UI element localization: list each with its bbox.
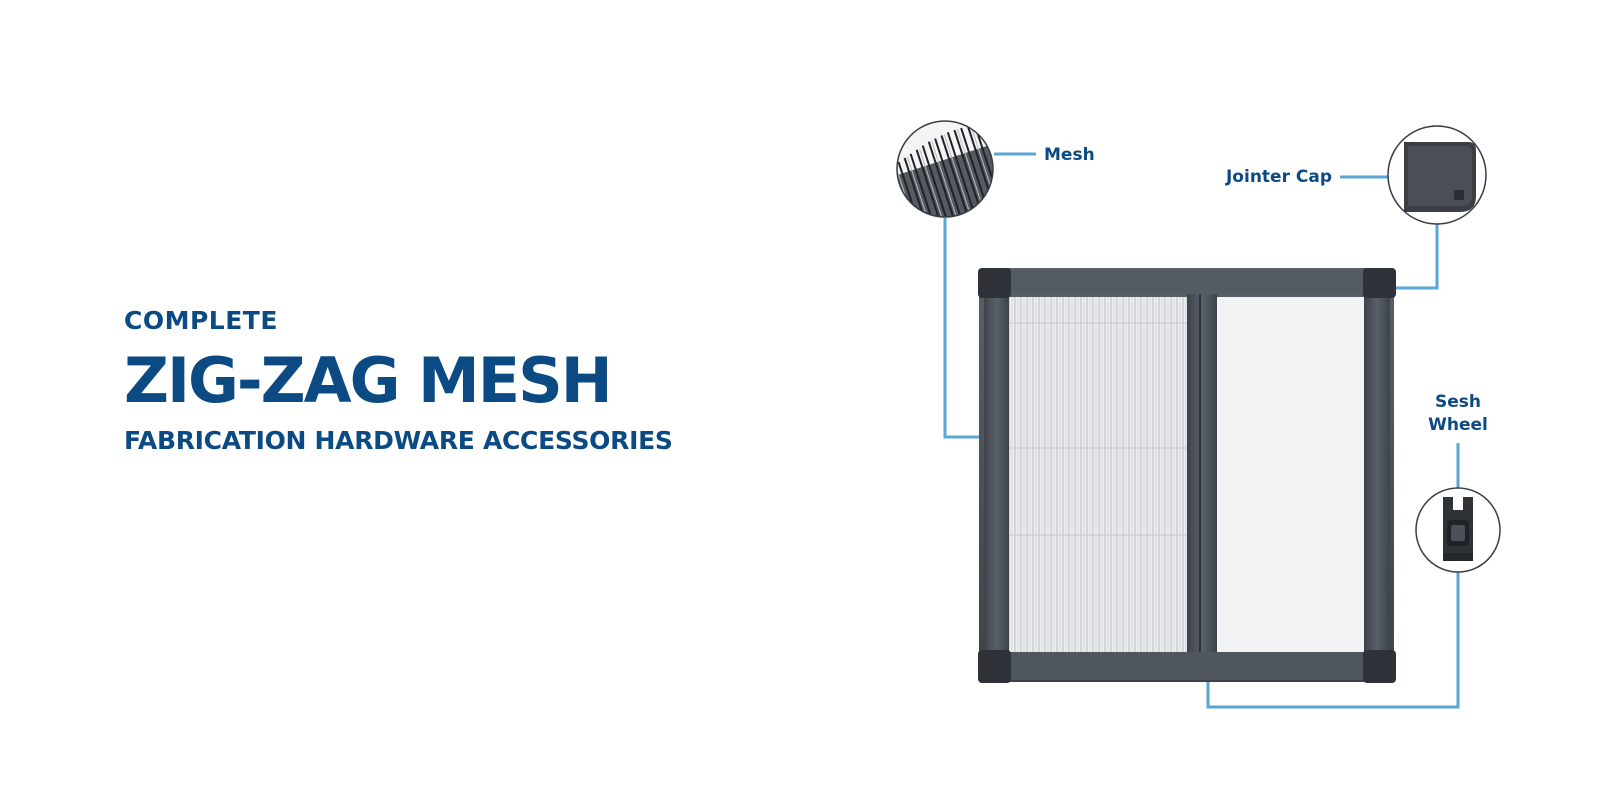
jointer-cap-pointer-line	[1392, 224, 1439, 290]
sesh-wheel-label-line2: Wheel	[1428, 415, 1488, 435]
headline-block: COMPLETE ZIG-ZAG MESH FABRICATION HARDWA…	[124, 306, 673, 456]
headline-kicker: COMPLETE	[124, 306, 278, 335]
jointer-cap-label: Jointer Cap	[1225, 167, 1332, 187]
headline-title: ZIG-ZAG MESH	[124, 344, 613, 417]
zig-zag-mesh-window	[978, 268, 1396, 683]
sesh-wheel-thumbnail	[1415, 487, 1501, 573]
mesh-label: Mesh	[1044, 145, 1095, 165]
mesh-detail-thumbnail	[896, 120, 994, 218]
sesh-wheel-label-line1: Sesh	[1435, 392, 1481, 412]
headline-subtitle: FABRICATION HARDWARE ACCESSORIES	[124, 426, 673, 455]
jointer-cap-thumbnail	[1387, 125, 1487, 225]
